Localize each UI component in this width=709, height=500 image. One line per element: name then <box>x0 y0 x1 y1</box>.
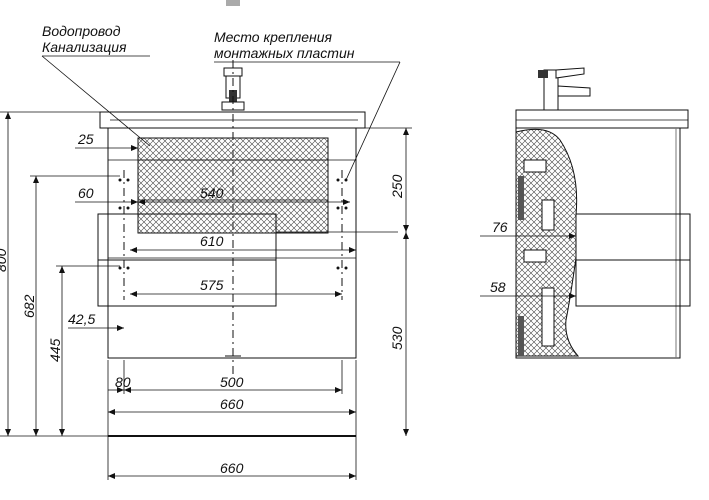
front-view: 25 60 540 610 575 42,5 800 682 445 250 5… <box>0 0 412 480</box>
dim-660-top: 660 <box>220 396 244 412</box>
dim-575: 575 <box>200 277 224 293</box>
dim-445: 445 <box>47 338 63 362</box>
dim-42-5: 42,5 <box>68 311 95 327</box>
dim-60: 60 <box>78 185 94 201</box>
side-drawer-lower <box>575 259 691 307</box>
dim-540: 540 <box>200 185 224 201</box>
cabinet-body <box>107 127 357 359</box>
dim-25: 25 <box>77 131 94 147</box>
dim-58: 58 <box>490 279 506 295</box>
label-mounting-place: Место крепления <box>214 29 333 45</box>
dim-530: 530 <box>389 326 405 350</box>
dim-682: 682 <box>21 294 37 318</box>
faucet-side-icon <box>538 67 591 111</box>
top-marker <box>226 0 240 6</box>
dim-80: 80 <box>115 374 131 390</box>
side-basin-top <box>515 109 689 129</box>
label-water-supply: Водопровод <box>42 23 121 39</box>
side-view: 76 58 <box>480 67 691 359</box>
dim-500: 500 <box>220 374 244 390</box>
dim-660-bottom: 660 <box>220 460 244 476</box>
side-drawer-upper <box>575 213 691 261</box>
water-sewer-zone <box>137 137 329 234</box>
dim-610: 610 <box>200 233 224 249</box>
label-mounting-plates: монтажных пластин <box>214 45 355 61</box>
dim-76: 76 <box>492 219 508 235</box>
label-sewer: Канализация <box>42 39 127 55</box>
dim-800: 800 <box>0 248 9 272</box>
dim-250: 250 <box>389 174 405 199</box>
